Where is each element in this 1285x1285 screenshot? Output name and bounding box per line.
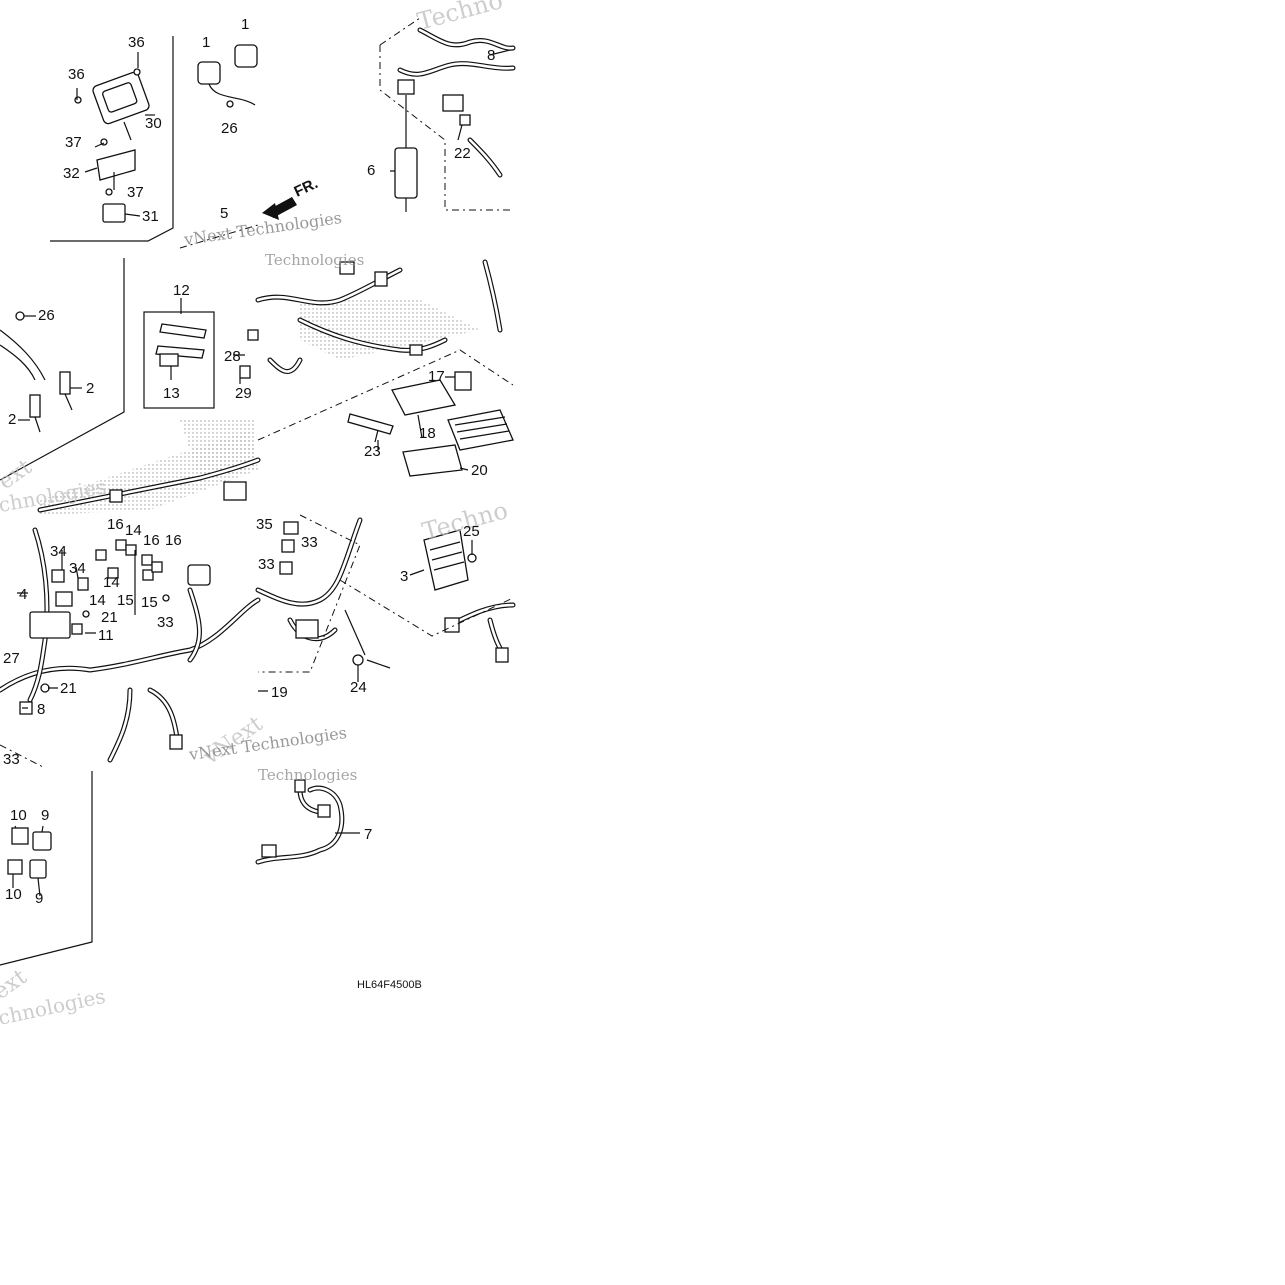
callout-10: 10 <box>10 807 27 824</box>
callout-14: 14 <box>125 522 142 539</box>
callout-9: 9 <box>35 890 43 907</box>
callout-16: 16 <box>143 532 160 549</box>
callout-1: 1 <box>241 16 249 33</box>
callout-24: 24 <box>350 679 367 696</box>
callout-21: 21 <box>60 680 77 697</box>
callout-31: 31 <box>142 208 159 225</box>
callout-37: 37 <box>127 184 144 201</box>
callout-33: 33 <box>258 556 275 573</box>
watermark: Technologies <box>258 766 357 784</box>
callout-30: 30 <box>145 115 162 132</box>
callout-1: 1 <box>202 34 210 51</box>
callout-34: 34 <box>69 560 86 577</box>
callout-34: 34 <box>50 543 67 560</box>
callout-36: 36 <box>128 34 145 51</box>
callout-17: 17 <box>428 368 445 385</box>
leader-lines <box>12 49 511 897</box>
callout-26: 26 <box>221 120 238 137</box>
callout-32: 32 <box>63 165 80 182</box>
callout-25: 25 <box>463 523 480 540</box>
callout-13: 13 <box>163 385 180 402</box>
callout-19: 19 <box>271 684 288 701</box>
drawing-code: HL64F4500B <box>357 979 422 991</box>
tile-top-left <box>50 17 516 249</box>
watermarks: Techno vNext Technologies Technologies e… <box>0 0 511 1030</box>
callout-21: 21 <box>101 609 118 626</box>
callout-8: 8 <box>37 701 45 718</box>
callout-9: 9 <box>41 807 49 824</box>
callout-33: 33 <box>3 751 20 768</box>
callout-26: 26 <box>38 307 55 324</box>
callout-10: 10 <box>5 886 22 903</box>
callout-12: 12 <box>173 282 190 299</box>
callout-18: 18 <box>419 425 436 442</box>
callout-33: 33 <box>157 614 174 631</box>
callout-36: 36 <box>68 66 85 83</box>
tile-mid-right <box>239 259 514 477</box>
callout-28: 28 <box>224 348 241 365</box>
callout-22: 22 <box>454 145 471 162</box>
callout-2: 2 <box>86 380 94 397</box>
callout-35: 35 <box>256 516 273 533</box>
callout-29: 29 <box>235 385 252 402</box>
callout-3: 3 <box>400 568 408 585</box>
callout-14: 14 <box>89 592 106 609</box>
callout-labels: 1 1 36 36 30 26 37 32 37 31 5 8 22 6 12 … <box>3 16 495 907</box>
watermark: vNext Technologies <box>182 208 343 249</box>
callout-6: 6 <box>367 162 375 179</box>
tile-bottom <box>0 771 345 966</box>
callout-15: 15 <box>117 592 134 609</box>
callout-37: 37 <box>65 134 82 151</box>
callout-23: 23 <box>364 443 381 460</box>
callout-33: 33 <box>301 534 318 551</box>
callout-20: 20 <box>471 462 488 479</box>
callout-15: 15 <box>141 594 158 611</box>
tile-mid-left <box>0 258 261 513</box>
callout-11: 11 <box>98 627 114 644</box>
callout-27: 27 <box>3 650 20 667</box>
watermark: Technologies <box>265 251 364 269</box>
callout-16: 16 <box>165 532 182 549</box>
tile-lower-middle <box>255 514 516 673</box>
callout-16: 16 <box>107 516 124 533</box>
callout-7: 7 <box>364 826 372 843</box>
watermark: vNext Technologies <box>187 723 348 764</box>
watermark: Techno <box>414 0 505 36</box>
direction-label: FR. <box>292 175 321 201</box>
callout-2: 2 <box>8 411 16 428</box>
tile-lower-left <box>0 527 261 769</box>
callout-8: 8 <box>487 47 495 64</box>
callout-14: 14 <box>103 574 120 591</box>
callout-5: 5 <box>220 205 228 222</box>
callout-4: 4 <box>19 586 27 603</box>
